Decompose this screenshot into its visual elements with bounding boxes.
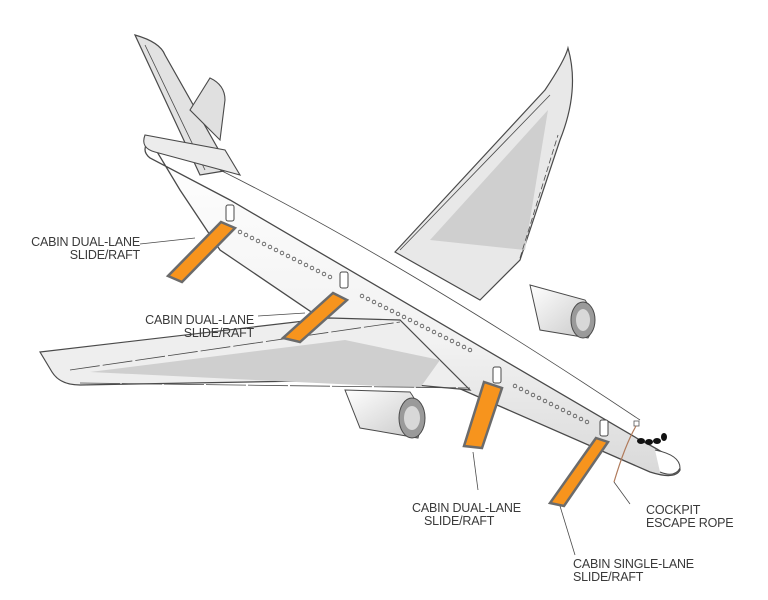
near-wing (39, 317, 472, 391)
label-line: SLIDE/RAFT (183, 326, 254, 340)
label-line: SLIDE/RAFT (424, 514, 495, 528)
label-slide-1: CABIN DUAL-LANE SLIDE/RAFT (14, 236, 140, 262)
slide-2 (280, 291, 350, 344)
far-wing (394, 45, 574, 301)
fuselage (144, 138, 681, 477)
label-line: COCKPIT (646, 503, 701, 517)
leader-lines (139, 237, 631, 556)
slide-3 (462, 380, 504, 450)
label-line: SLIDE/RAFT (573, 570, 644, 584)
label-line: CABIN DUAL-LANE (145, 313, 254, 327)
far-horizontal-stabilizer (189, 77, 226, 142)
near-engine (344, 389, 426, 439)
cockpit-windows (637, 433, 667, 445)
far-engine (529, 284, 596, 339)
cabin-windows (237, 229, 590, 425)
label-line: CABIN DUAL-LANE (412, 501, 521, 515)
door-frames (225, 204, 609, 437)
near-horizontal-stabilizer (143, 134, 242, 176)
label-slide-2: CABIN DUAL-LANE SLIDE/RAFT (128, 314, 254, 340)
escape-rope (613, 420, 640, 483)
label-line: CABIN SINGLE-LANE (573, 557, 694, 571)
label-line: CABIN DUAL-LANE (31, 235, 140, 249)
slide-4 (547, 436, 610, 508)
label-line: ESCAPE ROPE (646, 516, 734, 530)
label-slide-4: CABIN SINGLE-LANE SLIDE/RAFT (573, 558, 733, 584)
label-slide-3: CABIN DUAL-LANE SLIDE/RAFT (412, 502, 552, 528)
label-line: SLIDE/RAFT (69, 248, 140, 262)
slide-1 (165, 220, 238, 284)
label-escape-rope: COCKPIT ESCAPE ROPE (646, 504, 756, 530)
